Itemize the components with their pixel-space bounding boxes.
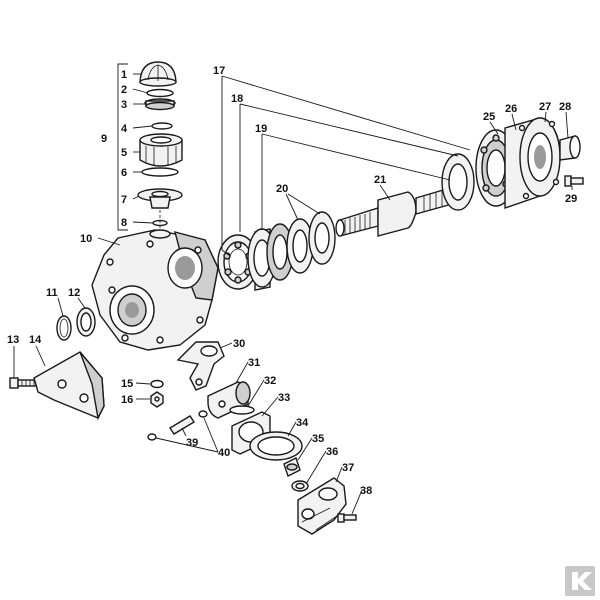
part-34-diaphragm [249,431,303,461]
callout-20: 20 [276,183,288,195]
part-29-screw [564,175,584,187]
part-31-piston [207,381,251,419]
callout-1: 1 [121,69,127,81]
callout-3: 3 [121,99,127,111]
part-38-screw [337,513,357,523]
part-15-washer [150,379,164,389]
callout-6: 6 [121,167,127,179]
part-4-oring [151,122,173,130]
callout-5: 5 [121,147,127,159]
part-11-circlip [56,315,72,341]
callout-39: 39 [186,437,198,449]
part-32-oring [229,405,255,415]
callout-18: 18 [231,93,243,105]
callout-13: 13 [7,334,19,346]
callout-16: 16 [121,394,133,406]
callout-30: 30 [233,338,245,350]
part-16-nut [150,391,164,408]
part-35-valve-piece [283,457,301,477]
callout-26: 26 [505,103,517,115]
callout-4: 4 [121,123,128,135]
callout-17: 17 [213,65,225,77]
callout-10: 10 [80,233,92,245]
part-6-ring [141,167,179,177]
callout-25: 25 [483,111,495,123]
part-40-small-rings [147,410,208,441]
callout-29: 29 [565,193,577,205]
callout-12: 12 [68,287,80,299]
callout-8: 8 [121,217,127,229]
callout-33: 33 [278,392,290,404]
part-19-seal-ring [266,223,294,281]
callout-40: 40 [218,447,230,459]
leader-lines [13,63,573,515]
callout-11: 11 [46,287,58,299]
callout-34: 34 [296,417,309,429]
callout-7: 7 [121,194,127,206]
part-39-pin [169,415,195,435]
callout-31: 31 [248,357,260,369]
part-14-mounting-bracket [33,351,105,421]
part-2-ring [146,88,174,98]
callout-38: 38 [360,485,372,497]
part-36-washer [291,480,309,492]
part-1-dome-cap [139,61,177,87]
part-28-end-cap [559,135,581,161]
callout-28: 28 [559,101,571,113]
callout-19: 19 [255,123,267,135]
part-3-valve [144,98,176,111]
part-25-bearing [441,153,475,211]
brand-k-logo-icon [565,566,595,596]
part-10-pump-housing [91,229,219,351]
valve-stack [137,61,183,230]
part-20-seal-pair [286,211,336,274]
callout-14: 14 [29,334,42,346]
part-7-valve-seat [137,188,183,209]
part-12-seal [76,307,96,337]
callout-21: 21 [374,174,386,186]
callout-labels: 1 2 3 4 5 6 7 8 9 10 11 12 13 14 15 16 1… [7,65,577,497]
part-5-valve-body [139,133,183,167]
part-27-cover [504,117,561,209]
callout-32: 32 [264,375,276,387]
part-30-connecting-rod [176,341,225,391]
callout-2: 2 [121,84,127,96]
part-21-shaft [335,187,453,237]
callout-9: 9 [101,133,107,145]
part-37-valve-head [297,477,347,535]
callout-15: 15 [121,378,133,390]
callout-37: 37 [342,462,354,474]
callout-36: 36 [326,446,338,458]
callout-35: 35 [312,433,324,445]
callout-27: 27 [539,101,551,113]
